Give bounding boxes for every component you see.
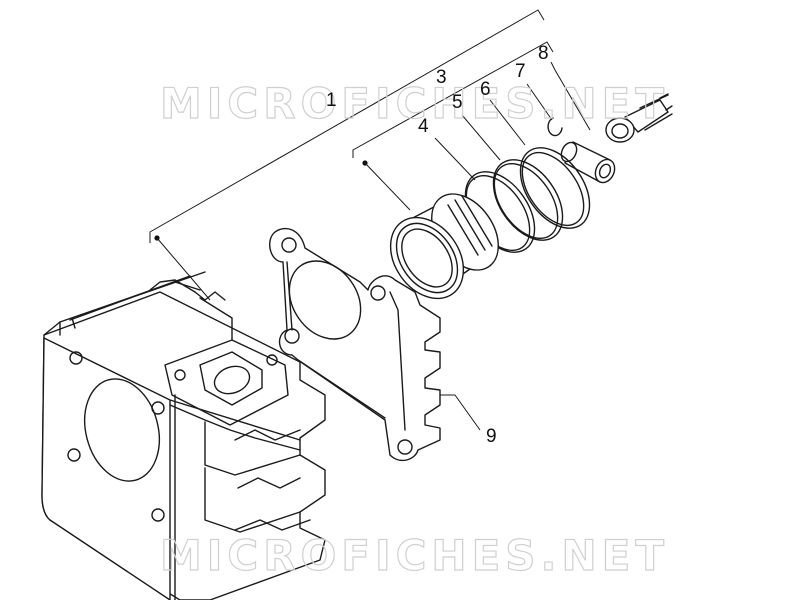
callout-9: 9 — [486, 426, 497, 447]
circlip — [547, 117, 563, 137]
piston-ring-2 — [492, 159, 564, 241]
watermark-bottom: MICROFICHES.NET — [160, 531, 669, 580]
callout-8: 8 — [538, 43, 549, 64]
watermark-top: MICROFICHES.NET — [160, 79, 669, 128]
callout-6: 6 — [480, 79, 491, 100]
group-bracket-1 — [149, 9, 545, 301]
callout-4: 4 — [418, 116, 429, 137]
connecting-rod — [605, 93, 673, 143]
piston — [389, 193, 499, 300]
callout-7: 7 — [515, 61, 526, 82]
cylinder — [41, 271, 326, 600]
callout-3: 3 — [436, 67, 447, 88]
group-bracket-3 — [352, 41, 554, 211]
piston-pin — [560, 141, 616, 184]
callout-1: 1 — [326, 90, 337, 111]
piston-ring-3 — [519, 147, 591, 229]
callout-5: 5 — [452, 92, 463, 113]
cylinder-base-gasket — [269, 228, 441, 462]
leader-lines — [430, 61, 591, 431]
